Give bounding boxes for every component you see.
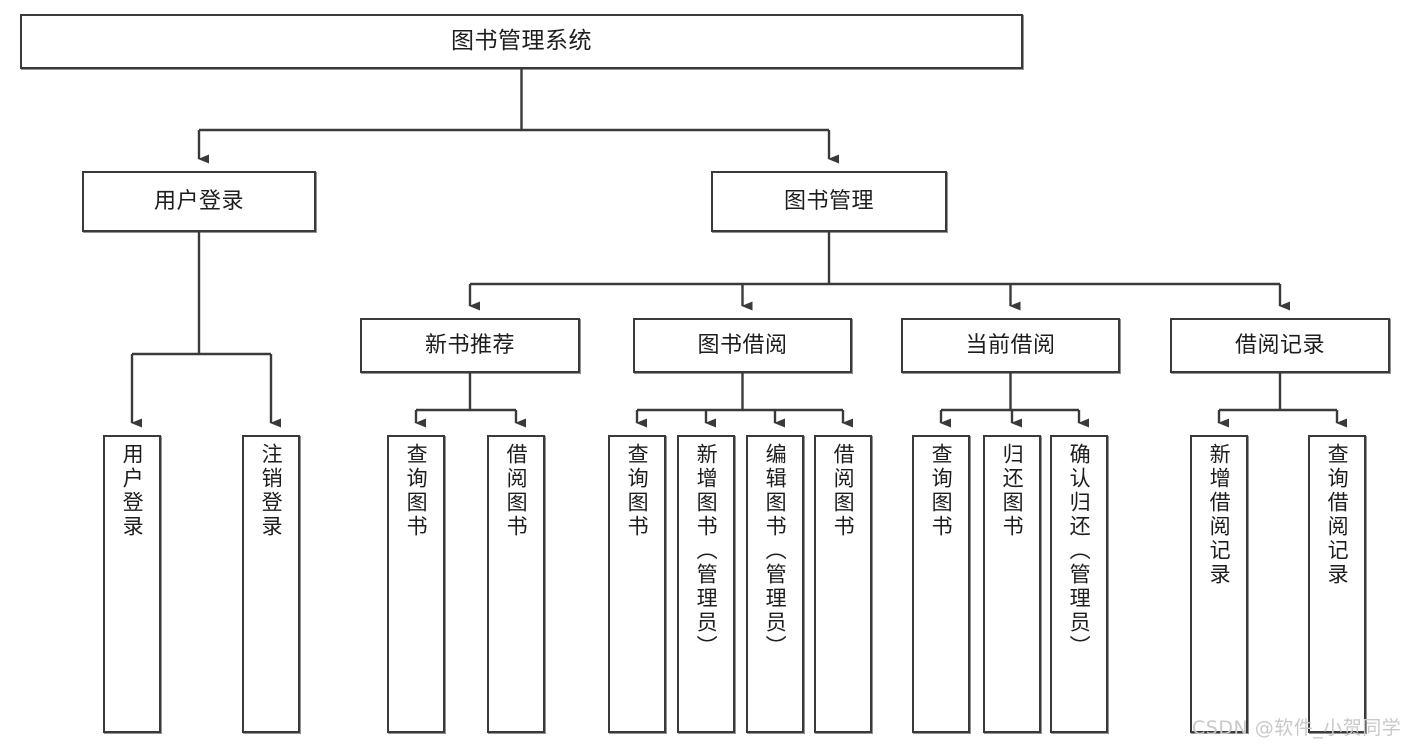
node-box-l2-current[interactable]: 当前借阅 [901,318,1120,373]
node-label-l2-current: 当前借阅 [965,332,1056,358]
node-box-l3-confirm[interactable]: 确认归还（管理员） [1050,435,1108,733]
node-box-l2-newrec[interactable]: 新书推荐 [360,318,580,373]
node-label-l3-addrec: 新增借阅记录 [1207,443,1232,587]
node-box-l3-addbook[interactable]: 新增图书（管理员） [677,435,735,733]
node-label-l3-queryrec: 查询借阅记录 [1325,443,1350,587]
node-label-l3-borrow1: 借阅图书 [504,443,529,539]
node-box-l1-login[interactable]: 用户登录 [82,171,316,232]
node-label-l1-book: 图书管理 [783,188,874,214]
node-box-l3-query1[interactable]: 查询图书 [387,435,445,733]
connector-bus-root [199,69,829,132]
node-box-l3-editbook[interactable]: 编辑图书（管理员） [746,435,804,733]
node-label-l3-logout: 注销登录 [259,443,284,539]
node-label-l3-editbook: 编辑图书（管理员） [763,443,788,659]
node-label-l1-login: 用户登录 [153,188,244,214]
node-box-l3-userlogin[interactable]: 用户登录 [103,435,161,733]
node-box-l3-queryrec[interactable]: 查询借阅记录 [1308,435,1366,733]
node-label-l3-return: 归还图书 [1000,443,1025,539]
node-box-l3-logout[interactable]: 注销登录 [242,435,300,733]
node-box-l3-query3[interactable]: 查询图书 [912,435,970,733]
node-box-l3-return[interactable]: 归还图书 [983,435,1041,733]
node-label-l3-addbook: 新增图书（管理员） [694,443,719,659]
node-box-l2-history[interactable]: 借阅记录 [1170,318,1390,373]
node-label-l3-query2: 查询图书 [625,443,650,539]
node-label-l2-newrec: 新书推荐 [424,332,515,358]
node-label-root: 图书管理系统 [451,28,592,55]
node-label-l3-borrow2: 借阅图书 [831,443,856,539]
node-label-l3-query1: 查询图书 [404,443,429,539]
node-label-l2-history: 借阅记录 [1234,332,1325,358]
node-box-l3-query2[interactable]: 查询图书 [608,435,666,733]
node-box-l3-borrow1[interactable]: 借阅图书 [487,435,545,733]
node-box-l2-borrow[interactable]: 图书借阅 [633,318,852,373]
node-label-l3-query3: 查询图书 [929,443,954,539]
node-box-l1-book[interactable]: 图书管理 [711,171,947,232]
connector-bus-l1-book [470,232,1280,286]
node-label-l2-borrow: 图书借阅 [697,332,788,358]
node-box-root[interactable]: 图书管理系统 [20,14,1023,69]
connector-bus-l2-history [1219,373,1337,412]
connector-bus-l2-newrec [416,373,516,412]
node-box-l3-addrec[interactable]: 新增借阅记录 [1190,435,1248,733]
connector-bus-l2-current [941,373,1079,412]
connector-bus-l1-login [132,232,271,356]
edge-group [130,69,1347,428]
connector-bus-l2-borrow [637,373,843,412]
node-label-l3-userlogin: 用户登录 [120,443,145,539]
node-box-l3-borrow2[interactable]: 借阅图书 [814,435,872,733]
node-label-l3-confirm: 确认归还（管理员） [1067,443,1092,659]
